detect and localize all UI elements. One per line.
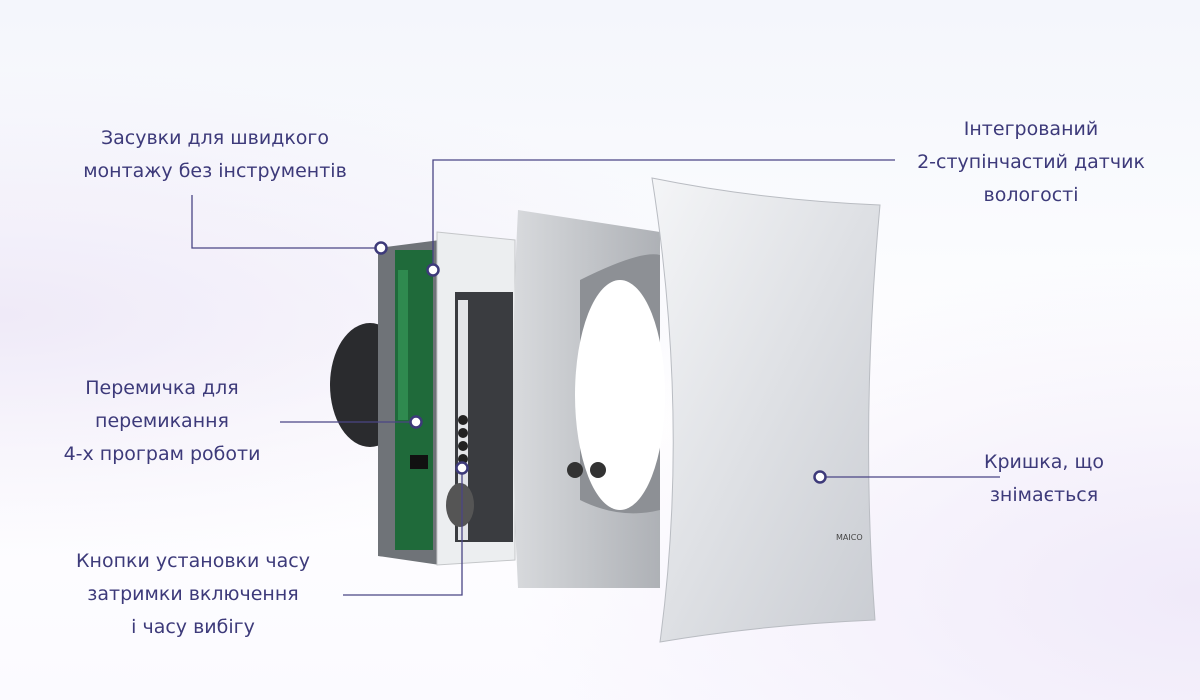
callout-text: Засувки для швидкого bbox=[100, 127, 330, 149]
brand-logo: MAICO bbox=[836, 533, 863, 542]
callout-buttons: Кнопки установки часу затримки включення… bbox=[76, 545, 310, 644]
callout-sensor: Інтегрований 2-ступінчастий датчик волог… bbox=[917, 113, 1145, 212]
latch-marker bbox=[374, 241, 388, 255]
cover-marker bbox=[813, 470, 827, 484]
callout-text: вологості bbox=[983, 184, 1079, 206]
inner-frame bbox=[436, 231, 516, 566]
callout-text: і часу вибігу bbox=[131, 616, 255, 638]
callout-text: затримки включення bbox=[87, 583, 299, 605]
callout-jumper: Перемичка для перемикання 4-х програм ро… bbox=[64, 372, 261, 471]
callout-latches: Засувки для швидкого монтажу без інструм… bbox=[83, 122, 347, 188]
callout-text: перемикання bbox=[95, 410, 229, 432]
removable-cover: MAICO bbox=[651, 177, 881, 643]
sensor-marker bbox=[426, 263, 440, 277]
callout-text: 2-ступінчастий датчик bbox=[917, 151, 1145, 173]
jumper-marker bbox=[409, 415, 423, 429]
callout-text: Кришка, що bbox=[983, 451, 1105, 473]
fan-frame bbox=[513, 210, 665, 588]
buttons-marker bbox=[455, 461, 469, 475]
callout-text: Перемичка для bbox=[85, 377, 239, 399]
callout-text: Інтегрований bbox=[963, 118, 1099, 140]
pcb-panel bbox=[378, 240, 440, 565]
callout-text: монтажу без інструментів bbox=[83, 160, 347, 182]
callout-text: Кнопки установки часу bbox=[76, 550, 310, 572]
callout-text: знімається bbox=[989, 484, 1099, 506]
callout-lines bbox=[191, 159, 1000, 596]
callout-cover: Кришка, що знімається bbox=[984, 446, 1104, 512]
callout-text: 4-х програм роботи bbox=[63, 443, 261, 465]
